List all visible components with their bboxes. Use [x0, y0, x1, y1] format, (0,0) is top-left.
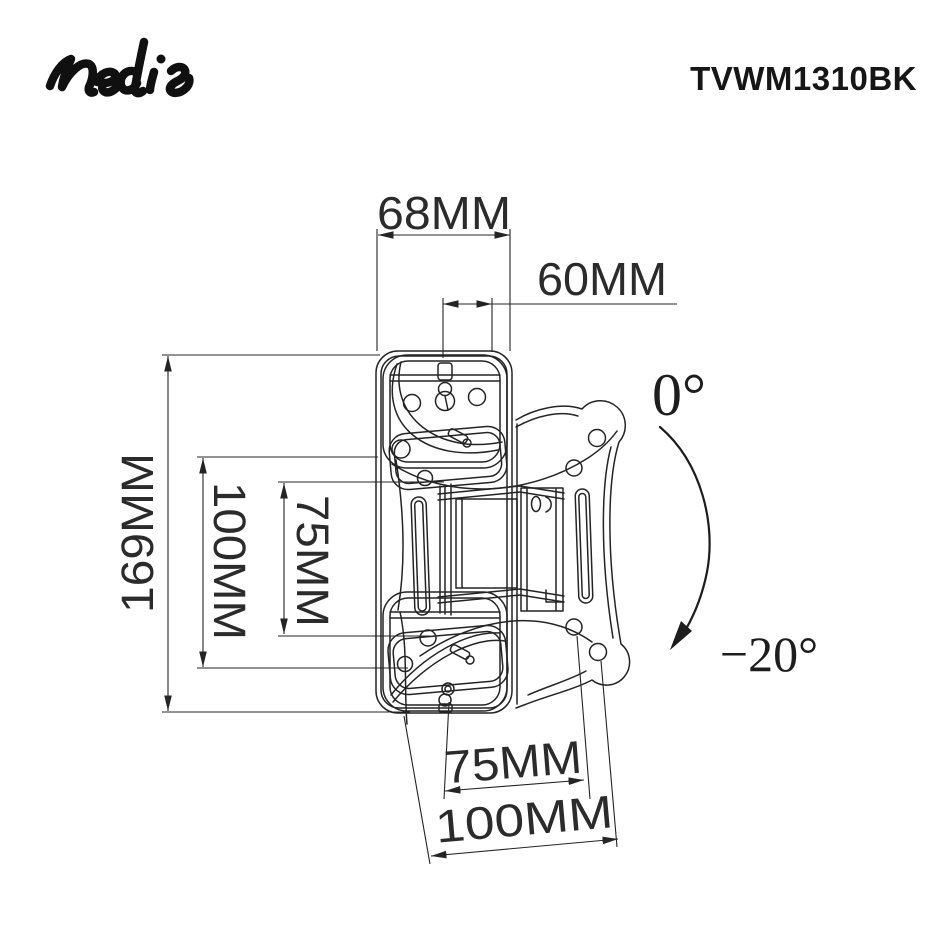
- arm-bottom-bar: [437, 588, 565, 604]
- arm-right-plate-edges: [526, 488, 557, 611]
- bottom-bolt-inner: [444, 685, 452, 693]
- bottom-lock-screw-head: [465, 655, 475, 665]
- dimension-lines: [162, 229, 677, 865]
- top-keyhole-tab: [437, 362, 453, 381]
- top-swoop-cable: [391, 430, 618, 490]
- arm-oval-hole: [530, 495, 542, 513]
- dim-label-169mm: 169MM: [112, 453, 163, 613]
- bottom-cable-1: [392, 639, 506, 703]
- arm-right-plate: [520, 487, 564, 612]
- pivot-arm: [437, 483, 565, 616]
- bottom-keyhole-tab: [438, 703, 453, 713]
- wall-plate-outline: [375, 350, 513, 714]
- vesa-hole-bottom-left: [565, 618, 583, 636]
- vesa-slot-inner: [578, 492, 590, 600]
- dim-vesa-width-100: [403, 660, 619, 865]
- nedis-logo-i-dot: [156, 54, 166, 64]
- top-clamp-hole-1: [391, 439, 411, 459]
- nedis-logo-script: [45, 37, 194, 98]
- dim-label-75mm-horizontal: 75MM: [442, 731, 584, 794]
- dim-label-100mm-vertical: 100MM: [204, 482, 255, 640]
- dimension-labels: 68MM 60MM 169MM 100MM 75MM 75MM 100MM: [112, 187, 667, 853]
- wall-plate: [375, 350, 513, 714]
- model-number: TVWM1310BK: [690, 60, 917, 97]
- dim-label-75mm-vertical: 75MM: [287, 495, 338, 627]
- vesa-hole-top-right: [587, 428, 607, 448]
- bottom-cable-2: [390, 632, 501, 696]
- bottom-swoop-cable: [419, 619, 593, 657]
- bottom-hang-cable: [399, 611, 408, 725]
- dim-bracket-height: [162, 354, 410, 713]
- arm-hole-shadow: [545, 496, 552, 513]
- top-clamp-hole-2: [416, 469, 434, 487]
- top-clamp: [382, 354, 618, 491]
- top-cable-2: [398, 361, 503, 446]
- top-clamp-plate-inner: [393, 431, 503, 485]
- nedis-logo: [45, 37, 194, 98]
- tilt-annotation: 0° −20°: [652, 362, 818, 682]
- dim-vesa-height-75: [278, 481, 444, 637]
- arm-bottom-notch: [545, 589, 564, 603]
- bottom-clamp-plate-inner: [392, 630, 504, 690]
- bottom-keyhole-circle: [438, 693, 452, 707]
- top-lock-screw: [447, 428, 469, 444]
- bottom-clamp: [382, 591, 593, 725]
- tilt-max-label: 0°: [652, 362, 706, 428]
- wall-plate-slot-outer: [410, 496, 431, 616]
- vesa-plate: [515, 399, 631, 709]
- bottom-clamp-fold-band: [389, 611, 501, 619]
- vesa-plate-inner-right: [602, 446, 614, 639]
- dim-bracket-width: [376, 229, 511, 351]
- dim-label-68mm: 68MM: [377, 187, 511, 239]
- wall-plate-slot-inner: [413, 500, 428, 612]
- top-keyhole-pin: [444, 395, 449, 411]
- top-keyhole-circle: [437, 381, 453, 397]
- vesa-plate-outline: [515, 399, 631, 709]
- vesa-plate-inner-top: [515, 412, 579, 428]
- bottom-clamp-hole-1: [419, 629, 437, 647]
- vesa-slot-outer: [574, 488, 594, 604]
- dim-label-60mm: 60MM: [537, 253, 667, 305]
- tilt-min-label: −20°: [720, 626, 818, 682]
- top-hole-center: [434, 390, 456, 412]
- tilt-arc-arrow-icon: [658, 425, 711, 631]
- vesa-hole-bottom-right: [588, 642, 608, 662]
- top-clamp-inner: [389, 360, 501, 463]
- top-clamp-fold-band: [389, 374, 501, 382]
- top-cable-1: [391, 363, 499, 454]
- dim-label-100mm-horizontal: 100MM: [433, 785, 615, 852]
- vesa-plate-inner-bottom: [527, 670, 587, 696]
- top-clamp-outline: [382, 354, 508, 469]
- dim-top-hole-spacing: [442, 298, 677, 358]
- arm-front-face: [455, 498, 518, 589]
- vesa-hole-top-left: [565, 459, 583, 477]
- dim-vesa-height-100: [197, 456, 408, 669]
- tilt-arrowhead-icon: [670, 621, 692, 650]
- wall-mount-wireframe: [375, 350, 631, 725]
- dim-vesa-width-75: [443, 635, 591, 800]
- wall-plate-inner: [380, 355, 508, 709]
- top-hole-right: [467, 387, 487, 407]
- bottom-clamp-inner: [389, 597, 501, 706]
